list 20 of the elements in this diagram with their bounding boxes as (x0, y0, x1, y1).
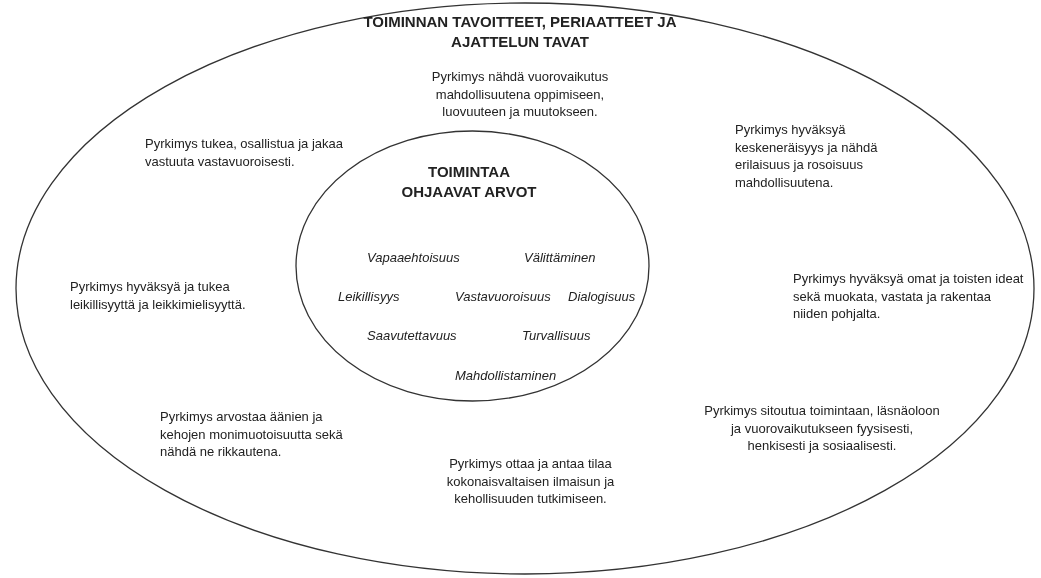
goal-statement: Pyrkimys tukea, osallistua ja jakaa vastuuta vastavuoroisesti. (145, 135, 344, 171)
goal-statement: Pyrkimys hyväksyä keskeneräisyys ja nähdä erilaisuus ja rosoisuus mahdollisuutena. (735, 121, 879, 192)
value-word: Mahdollistaminen (455, 367, 557, 385)
value-word: Leikillisyys (338, 288, 400, 306)
goal-statement: Pyrkimys sitoutua toimintaan, läsnäoloon ja vuorovaikutukseen fyysisesti, henkisesti ja sosiaalisesti. (703, 402, 941, 455)
value-word: Turvallisuus (522, 327, 591, 345)
outer-ellipse (15, 2, 1035, 575)
value-word: Vapaaehtoisuus (367, 249, 460, 267)
inner-ellipse (295, 130, 650, 402)
value-word: Vastavuoroisuus (455, 288, 551, 306)
goal-statement: Pyrkimys nähdä vuorovaikutus mahdollisuutena oppimiseen, luovuuteen ja muutokseen. (430, 68, 610, 121)
goal-statement: Pyrkimys ottaa ja antaa tilaa kokonaisvaltaisen ilmaisun ja kehollisuuden tutkimiseen. (445, 455, 616, 508)
value-word: Saavutettavuus (367, 327, 457, 345)
value-word: Dialogisuus (568, 288, 636, 306)
value-word: Välittäminen (524, 249, 596, 267)
goal-statement: Pyrkimys arvostaa äänien ja kehojen monimuotoisuutta sekä nähdä ne rikkautena. (160, 408, 344, 461)
section-heading: TOIMINNAN TAVOITTEET, PERIAATTEET JA AJATTELUN TAVAT (362, 12, 678, 53)
goal-statement: Pyrkimys hyväksyä omat ja toisten ideat sekä muokata, vastata ja rakentaa niiden pohjalta. (793, 270, 1025, 323)
section-heading: TOIMINTAA OHJAAVAT ARVOT (400, 162, 538, 203)
goal-statement: Pyrkimys hyväksyä ja tukea leikillisyyttä ja leikkimielisyyttä. (70, 278, 247, 314)
